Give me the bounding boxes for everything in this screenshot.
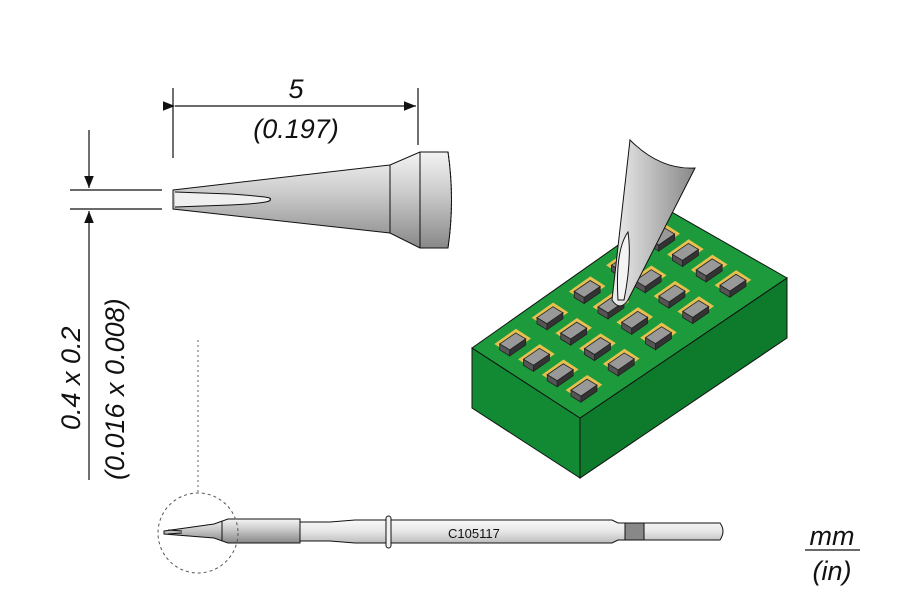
smd-chip xyxy=(570,378,598,403)
smd-chip xyxy=(536,306,564,331)
smd-chip xyxy=(573,280,601,305)
smd-chip xyxy=(658,284,686,309)
smd-chip xyxy=(498,332,527,357)
smd-chip xyxy=(559,321,588,346)
smd-chip xyxy=(634,269,662,294)
length-dimension xyxy=(163,88,419,158)
tip-side-view xyxy=(172,151,452,249)
smd-chip xyxy=(719,273,747,299)
units-primary: mm xyxy=(810,521,855,551)
smd-chip xyxy=(546,363,574,388)
units-secondary: (in) xyxy=(813,556,852,586)
length-mm-label: 5 xyxy=(288,74,304,104)
tip-in-label: (0.016 x 0.008) xyxy=(100,298,130,480)
smd-chip xyxy=(522,347,551,373)
length-in-label: (0.197) xyxy=(253,114,339,144)
tip-mm-label: 0.4 x 0.2 xyxy=(56,326,86,430)
soldering-tip-illustration xyxy=(611,138,696,307)
smd-chip xyxy=(671,242,700,268)
smd-chip xyxy=(583,337,612,362)
cartridge-full-view xyxy=(163,515,724,549)
smd-chip xyxy=(607,352,635,377)
smd-components xyxy=(494,223,752,403)
smd-chip xyxy=(695,258,723,283)
smd-chip xyxy=(681,300,710,325)
detail-circle xyxy=(157,492,239,574)
smd-chip xyxy=(620,310,649,336)
tip-width-dimension xyxy=(70,130,162,480)
part-number: C105117 xyxy=(448,526,500,541)
smd-chip xyxy=(644,326,673,351)
